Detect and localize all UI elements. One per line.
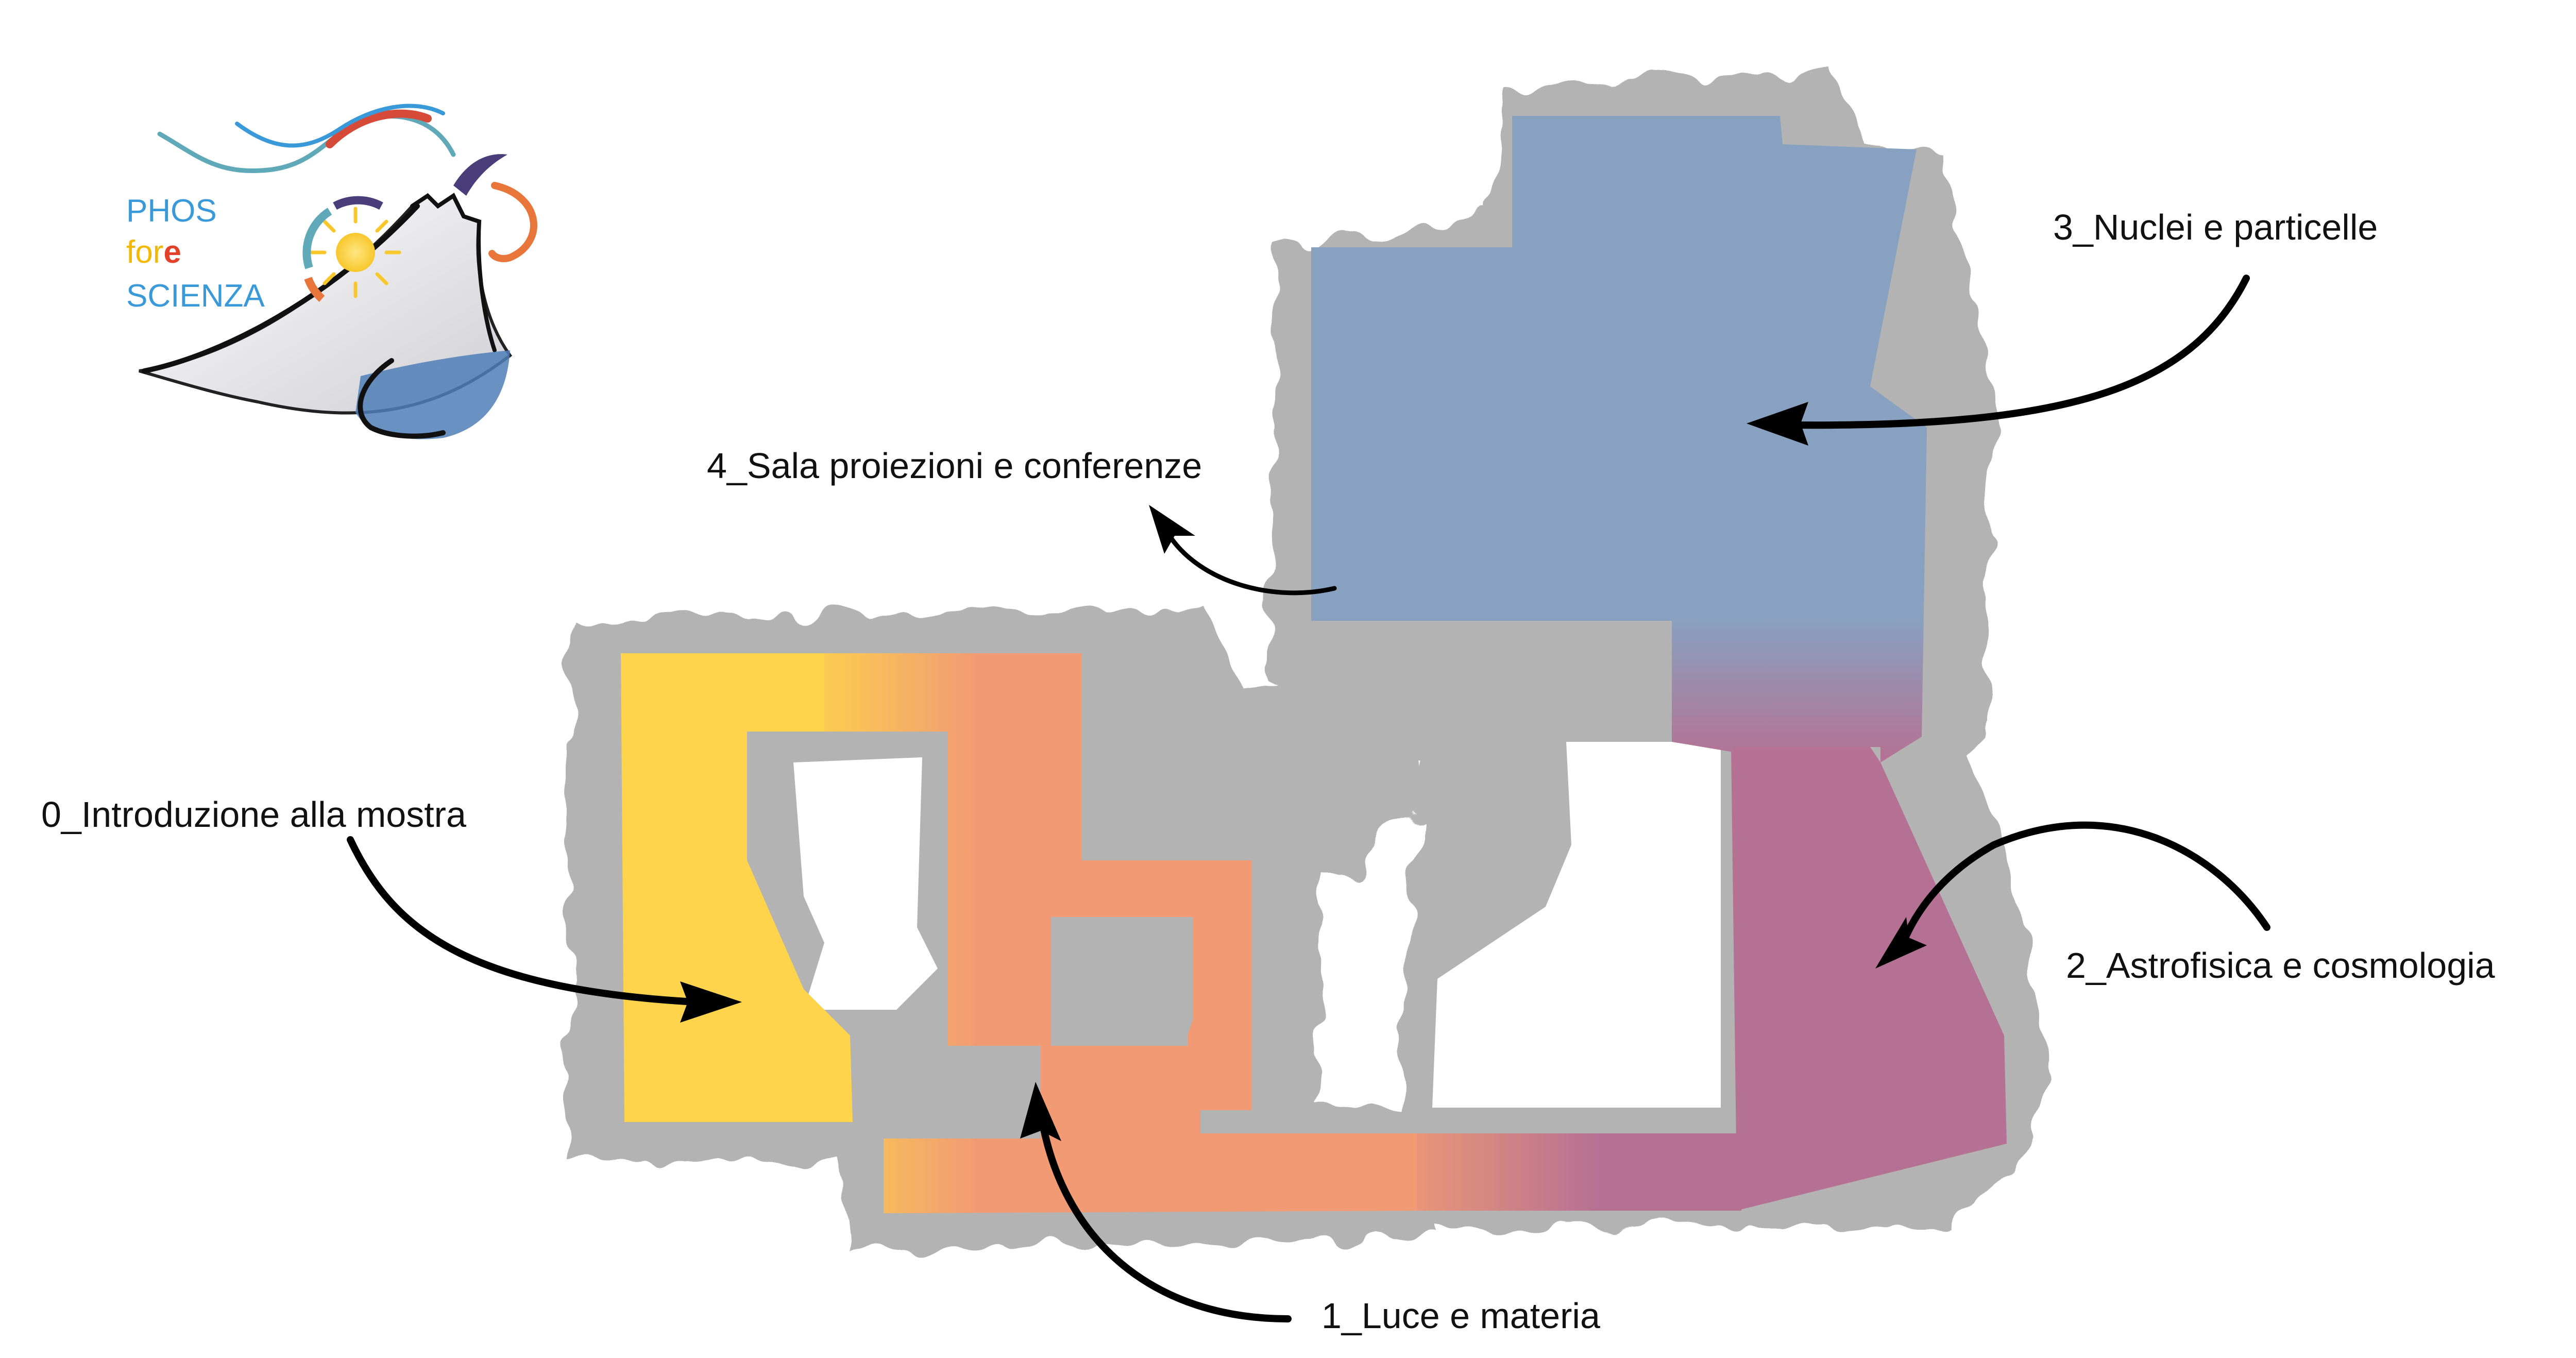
courtyards — [793, 742, 1721, 1108]
sun-ring-arc-2 — [333, 196, 383, 210]
arrow-room-0 — [347, 836, 699, 1006]
arrow-room-1 — [1037, 1109, 1292, 1322]
arrow-room-2-head — [1875, 917, 1927, 969]
label-room-3: 3_Nuclei e particelle — [2053, 207, 2378, 247]
arrow-room-4 — [1167, 533, 1337, 596]
arrow-room-2 — [1897, 821, 2270, 952]
logo: PHOS fore SCIENZA — [126, 104, 537, 439]
room-1-2-corridor — [1417, 1133, 1741, 1211]
logo-curve-orange — [488, 182, 537, 262]
volcano-rim — [410, 193, 497, 352]
arrow-room-3-head — [1747, 402, 1808, 446]
logo-line-3: SCIENZA — [126, 278, 265, 314]
label-room-2: 2_Astrofisica e cosmologia — [2066, 945, 2495, 986]
room-labels: 0_Introduzione alla mostra 1_Luce e mate… — [41, 207, 2495, 1336]
arrow-room-1-head — [1020, 1082, 1061, 1141]
logo-curve-blue — [235, 104, 445, 148]
room-2-area — [1731, 747, 2007, 1211]
sun-ring-arcs — [302, 208, 332, 269]
logo-curve-purple — [453, 154, 507, 196]
logo-curve-red — [326, 109, 432, 148]
sun-icon — [302, 196, 401, 302]
halo-bridge — [1185, 670, 1432, 876]
courtyard-east — [1432, 742, 1721, 1108]
room-fills — [621, 116, 2007, 1213]
arrow-room-0-head — [680, 981, 742, 1023]
courtyard-west — [793, 757, 938, 1010]
label-room-1: 1_Luce e materia — [1321, 1296, 1600, 1336]
room-1-area — [793, 653, 1422, 1213]
sea-waves — [355, 350, 510, 439]
arrow-room-3 — [1784, 275, 2250, 429]
volcano-edge — [142, 203, 420, 374]
sun-ring-arc-3 — [304, 277, 325, 302]
arrow-room-4-head — [1149, 505, 1195, 554]
logo-line-2: fore — [126, 234, 181, 270]
room-3-area — [1311, 116, 1927, 762]
logo-line-2-highlight: e — [163, 234, 181, 270]
label-room-4: 4_Sala proiezioni e conferenze — [707, 446, 1202, 486]
logo-line-2-prefix: for — [126, 234, 163, 270]
label-room-0: 0_Introduzione alla mostra — [41, 794, 466, 835]
sea-shore — [358, 358, 446, 439]
logo-line-1: PHOS — [126, 193, 217, 229]
logo-curve-teal — [157, 114, 456, 174]
arrows — [347, 275, 2270, 1322]
room-0-area — [621, 653, 853, 1122]
